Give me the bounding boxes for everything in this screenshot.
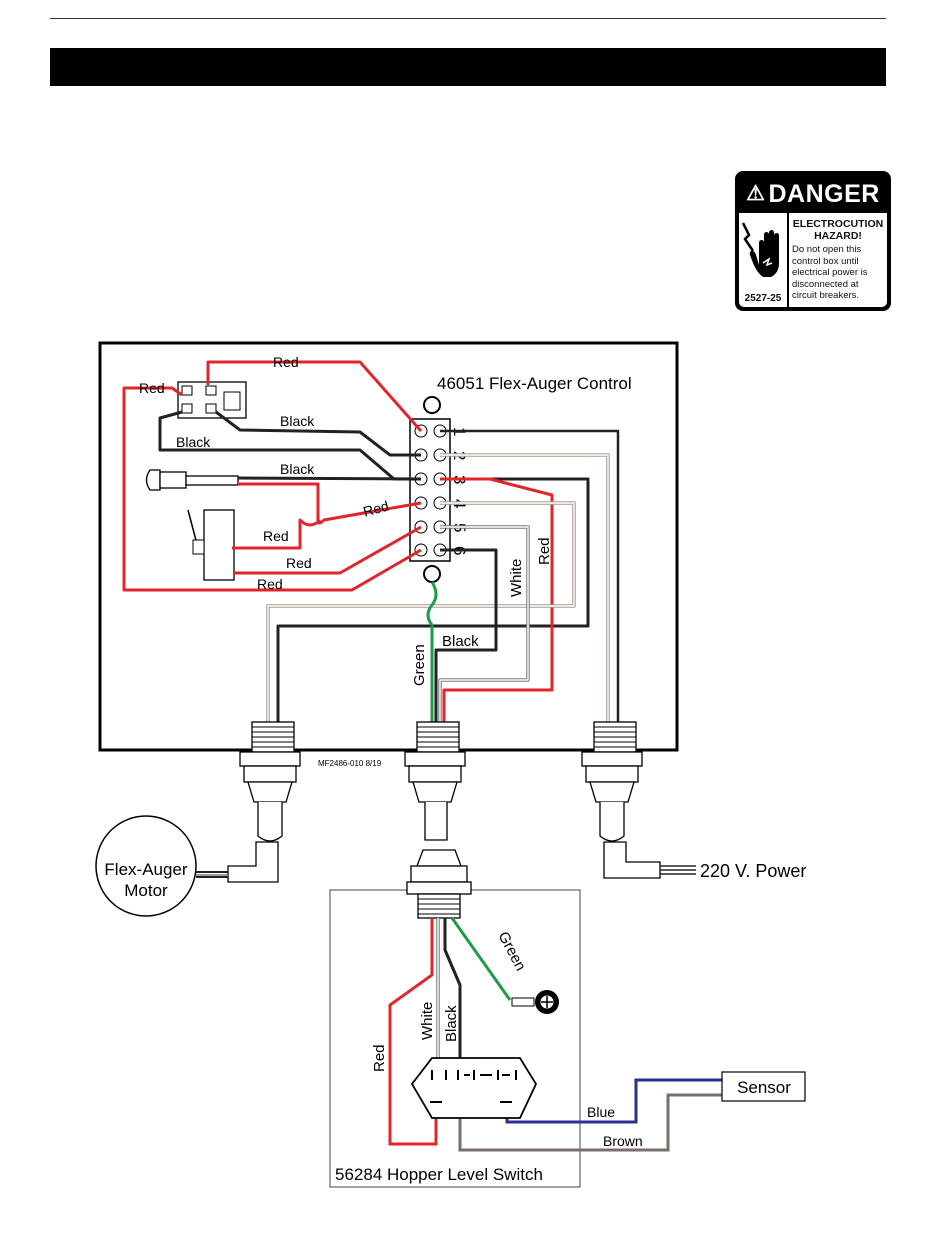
relay-switch [177, 381, 247, 419]
hopper-switch-box [329, 889, 581, 1188]
wire-red-top [206, 360, 423, 432]
top-mount-screw [423, 396, 441, 414]
label-red-hopper: Red [371, 1044, 388, 1072]
wire-green-ground [426, 581, 438, 722]
label-black-hopper: Black [443, 1005, 460, 1042]
hopper-wire-red [388, 918, 438, 1146]
wire-red-lower [234, 525, 422, 575]
wire-black-switch [215, 410, 421, 457]
label-white-hopper: White [419, 1002, 436, 1040]
top-rule [50, 18, 886, 19]
warning-triangle-icon: ⚠ [746, 182, 766, 205]
danger-text: Do not open this control box until elect… [792, 244, 868, 301]
wire-t3-black [276, 477, 590, 722]
sensor-label: Sensor [737, 1078, 791, 1097]
label-black-light: Black [280, 461, 315, 477]
sensor-box [721, 1071, 806, 1102]
wire-red-left [122, 386, 422, 592]
ground-screw [423, 565, 441, 583]
label-black-switch-lower: Black [176, 434, 211, 450]
hopper-wire-green [450, 917, 512, 1001]
indicator-light [145, 469, 239, 491]
danger-heading: ⚠DANGER [735, 177, 891, 211]
motor-label-line2: Motor [124, 881, 168, 900]
danger-sign: ⚠DANGER 2527-25 ELECTROCUTION HAZARD! Do… [735, 171, 891, 311]
label-red-left: Red [139, 380, 165, 396]
danger-text-panel: ELECTROCUTION HAZARD! Do not open this c… [789, 213, 887, 307]
label-red-top: Red [273, 354, 299, 370]
section-header-bar [50, 48, 886, 86]
label-red-lower2: Red [257, 576, 283, 592]
power-label: 220 V. Power [700, 861, 806, 881]
control-box-wires [122, 360, 620, 722]
label-brown: Brown [603, 1133, 643, 1149]
electrocution-hand-icon [741, 222, 779, 277]
motor-label-line1: Flex-Auger [104, 860, 187, 879]
wire-t1-black [440, 429, 620, 722]
danger-icon-panel: 2527-25 [739, 213, 787, 307]
power-cord [603, 841, 696, 879]
motor-cord [196, 841, 279, 883]
cord-grip-left [239, 721, 301, 842]
label-green-vertical: Green [411, 644, 428, 686]
hopper-wire-black [443, 918, 462, 1070]
control-title: 46051 Flex-Auger Control [437, 374, 632, 393]
label-red-vertical: Red [536, 537, 553, 565]
figure-code: MF2486-010 8/19 [318, 759, 382, 768]
label-black-bottom: Black [442, 633, 479, 650]
hopper-ground-screw [511, 990, 559, 1014]
wire-black-light [237, 476, 422, 481]
danger-heading-text: DANGER [768, 180, 880, 208]
toggle-switch [187, 509, 235, 581]
cord-grip-right [581, 721, 643, 842]
hopper-title: 56284 Hopper Level Switch [335, 1165, 543, 1184]
wire-red-toggle [232, 518, 322, 550]
label-red-lower1: Red [286, 555, 312, 571]
danger-code: 2527-25 [744, 293, 782, 304]
wire-t3-red [440, 477, 554, 722]
terminal-screws [414, 424, 447, 557]
wire-t6-black [434, 548, 498, 722]
label-black-switch: Black [280, 413, 315, 429]
flex-auger-motor [95, 815, 197, 917]
hopper-level-switch [410, 1057, 538, 1119]
cord-grip-center [404, 721, 466, 841]
danger-hazard: ELECTROCUTION HAZARD! [792, 218, 884, 242]
label-blue: Blue [587, 1104, 615, 1120]
label-red-t4: Red [361, 498, 390, 520]
label-white-vertical: White [508, 559, 525, 597]
label-red-toggle: Red [263, 528, 289, 544]
hopper-cord-grip [406, 849, 472, 919]
